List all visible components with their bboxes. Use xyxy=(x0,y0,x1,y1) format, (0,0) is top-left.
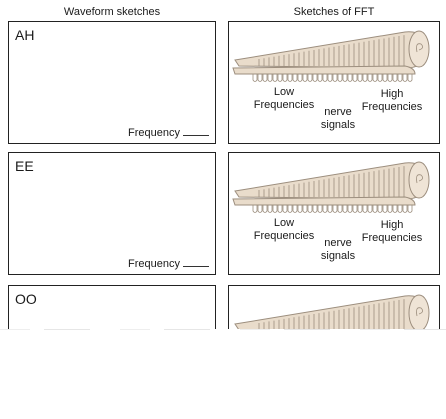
hair-cell-loop xyxy=(352,74,358,82)
hair-cell-loop xyxy=(332,74,338,82)
hair-cell-loop xyxy=(257,205,263,213)
hair-cell-loop xyxy=(277,74,283,82)
hair-cell-loop xyxy=(262,205,268,213)
cochlea-opening xyxy=(408,30,430,68)
hair-cell-loop xyxy=(342,74,348,82)
hair-cell-loop xyxy=(272,205,278,213)
hair-cell-loop xyxy=(252,205,258,213)
hair-cell-loop xyxy=(367,205,373,213)
hair-cell-loop xyxy=(362,205,368,213)
hair-cell-loop xyxy=(262,74,268,82)
nerve-signals-label: nerve signals xyxy=(320,237,356,262)
hair-cell-loop xyxy=(397,74,403,82)
cochlea-spiral xyxy=(416,307,423,317)
hair-cell-loop xyxy=(292,74,298,82)
hair-cell-loop xyxy=(397,205,403,213)
vowel-label: OO xyxy=(15,291,37,307)
hair-cell-loop xyxy=(267,74,273,82)
hair-cell-loop xyxy=(302,205,308,213)
hair-cell-loop xyxy=(322,74,328,82)
hair-cell-loop xyxy=(297,74,303,82)
cochlea-membrane xyxy=(232,65,416,75)
hair-cell-loop xyxy=(317,205,323,213)
hair-cell-loop xyxy=(382,74,388,82)
hair-cell-loop xyxy=(322,205,328,213)
hair-cell-loop xyxy=(377,205,383,213)
hair-cell-loop xyxy=(332,205,338,213)
frequency-blank xyxy=(183,257,209,267)
hair-cell-loop xyxy=(272,74,278,82)
hair-cell-loop xyxy=(337,74,343,82)
waveform-column-header: Waveform sketches xyxy=(63,6,161,18)
low-frequencies-label: Low Frequencies xyxy=(253,217,315,242)
hair-cell-loop xyxy=(347,205,353,213)
fft-panel-ah: Low Frequencies nerve signals High Frequ… xyxy=(228,21,440,144)
hair-cell-loop xyxy=(377,74,383,82)
hair-cell-loop xyxy=(297,205,303,213)
hair-cell-loop xyxy=(387,205,393,213)
hair-cell-loop xyxy=(347,74,353,82)
hair-cell-loop xyxy=(407,74,413,82)
high-frequencies-label: High Frequencies xyxy=(361,88,423,113)
frequency-label: Frequency xyxy=(128,258,180,270)
hair-cell-loop xyxy=(277,205,283,213)
hair-cell-loop xyxy=(392,74,398,82)
cochlea-spiral xyxy=(416,43,423,53)
hair-cell-loop xyxy=(342,205,348,213)
hair-cell-loop xyxy=(282,74,288,82)
hair-cell-loop xyxy=(357,205,363,213)
hair-cell-loop xyxy=(292,205,298,213)
hair-cell-loop xyxy=(257,74,263,82)
fft-column-header: Sketches of FFT xyxy=(293,6,375,18)
hair-cell-loop xyxy=(367,74,373,82)
hair-cell-loop xyxy=(307,205,313,213)
cochlea-spiral xyxy=(416,174,423,184)
cochlea-membrane xyxy=(232,196,416,206)
frequency-field: Frequency xyxy=(128,126,209,139)
cochlea-illustration xyxy=(232,161,430,213)
hair-cell-loop xyxy=(267,205,273,213)
hair-cell-loop xyxy=(372,205,378,213)
hair-cell-loop xyxy=(402,205,408,213)
cochlea-illustration xyxy=(232,30,430,82)
hair-cell-loop xyxy=(287,205,293,213)
waveform-panel-ah: AH Frequency xyxy=(8,21,216,144)
vowel-label: AH xyxy=(15,27,35,43)
hair-cell-loop xyxy=(317,74,323,82)
hair-cell-loop xyxy=(282,205,288,213)
hair-cell-loop xyxy=(392,205,398,213)
hair-cell-loop xyxy=(312,74,318,82)
cochlea-opening xyxy=(408,161,430,199)
frequency-field: Frequency xyxy=(128,257,209,270)
hair-cell-loop xyxy=(337,205,343,213)
hair-cell-loop xyxy=(407,205,413,213)
hair-cell-loop xyxy=(287,74,293,82)
low-frequencies-label: Low Frequencies xyxy=(253,86,315,111)
page-cutoff xyxy=(0,330,446,419)
hair-cell-loop xyxy=(402,74,408,82)
hair-cell-loop xyxy=(352,205,358,213)
vowel-label: EE xyxy=(15,158,34,174)
hair-cell-loop xyxy=(387,74,393,82)
hair-cell-loop xyxy=(307,74,313,82)
fft-panel-ee: Low Frequencies nerve signals High Frequ… xyxy=(228,152,440,275)
hair-cell-loop xyxy=(372,74,378,82)
nerve-signals-label: nerve signals xyxy=(320,106,356,131)
hair-cell-loop xyxy=(312,205,318,213)
hair-cell-loop xyxy=(382,205,388,213)
cochlea-opening xyxy=(408,294,430,332)
hair-cell-loop xyxy=(302,74,308,82)
hair-cell-loop xyxy=(357,74,363,82)
frequency-blank xyxy=(183,126,209,136)
hair-cell-loop xyxy=(327,74,333,82)
frequency-label: Frequency xyxy=(128,127,180,139)
hair-cell-loop xyxy=(327,205,333,213)
waveform-panel-ee: EE Frequency xyxy=(8,152,216,275)
high-frequencies-label: High Frequencies xyxy=(361,219,423,244)
hair-cell-loop xyxy=(252,74,258,82)
hair-cell-loop xyxy=(362,74,368,82)
